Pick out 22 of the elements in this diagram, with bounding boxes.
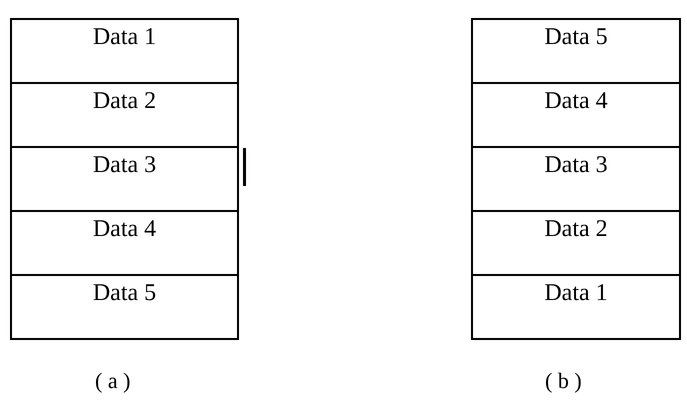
cell-text: Data 3 — [543, 152, 609, 179]
cell-text: Data 5 — [92, 280, 158, 307]
cell-text: Data 1 — [92, 24, 158, 51]
stack-cell — [471, 274, 681, 340]
stack-cell — [471, 18, 681, 84]
stack-cell — [10, 274, 239, 340]
cell-text: Data 3 — [92, 152, 158, 179]
stack-cell — [471, 210, 681, 276]
cell-text: Data 5 — [543, 24, 609, 51]
stack-cell — [10, 210, 239, 276]
stack-cell — [10, 18, 239, 84]
stack-cell — [471, 82, 681, 148]
stack-cell — [471, 146, 681, 212]
stack-cell — [10, 82, 239, 148]
cell-text: Data 1 — [543, 280, 609, 307]
panel-caption: ( a ) — [95, 368, 130, 394]
stack-cell — [10, 146, 239, 212]
panel-caption: ( b ) — [545, 368, 582, 394]
cell-text: Data 2 — [543, 216, 609, 243]
cell-text: Data 4 — [543, 88, 609, 115]
cell-text: Data 2 — [92, 88, 158, 115]
cell-text: Data 4 — [92, 216, 158, 243]
